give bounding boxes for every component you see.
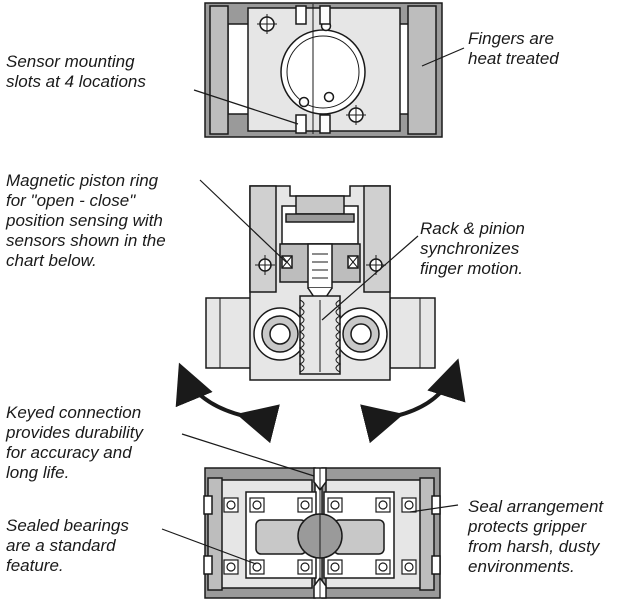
leader-lines — [161, 47, 465, 565]
top-view-left-finger — [209, 5, 229, 135]
sensor-slot-top-right — [319, 5, 331, 25]
leader-bearings — [161, 528, 257, 565]
callout-piston-ring: Magnetic piston ring for "open - close" … — [6, 171, 166, 270]
bottom-view — [203, 467, 441, 599]
top-view — [204, 2, 443, 138]
top-view-port-3 — [298, 96, 310, 108]
callout-seal: Seal arrangement protects gripper from h… — [468, 497, 604, 576]
piston-rod — [307, 243, 333, 289]
section-left-column — [249, 185, 277, 293]
bottom-right-finger — [419, 477, 435, 591]
sensor-slot-top-left — [295, 5, 307, 25]
leader-piston-ring — [199, 179, 287, 263]
callout-bearings: Sealed bearings are a standard feature. — [6, 516, 129, 575]
sensor-slot-bottom-left — [295, 114, 307, 134]
bearing-balls — [223, 497, 417, 575]
callout-rack-pinion: Rack & pinion synchronizes finger motion… — [420, 219, 525, 278]
top-view-right-finger — [407, 5, 437, 135]
leader-seal — [409, 504, 459, 513]
section-right-arm — [389, 297, 436, 369]
leader-rack-pinion — [321, 235, 419, 321]
leader-keyed — [181, 433, 315, 477]
sensor-slot-bottom-right — [319, 114, 331, 134]
rotate-arrow-right — [360, 358, 466, 444]
leader-sensor-slots — [193, 89, 299, 125]
section-view — [205, 185, 436, 381]
top-view-port-2 — [323, 91, 335, 103]
section-right-column — [363, 185, 391, 293]
callout-fingers: Fingers are heat treated — [468, 29, 559, 68]
rotate-arrow-left — [175, 362, 280, 444]
top-view-piston-bore — [280, 29, 366, 115]
leader-fingers — [421, 47, 465, 67]
section-left-arm — [205, 297, 252, 369]
callout-keyed: Keyed connection provides durability for… — [6, 403, 144, 482]
top-view-piston-inner — [286, 35, 360, 109]
piston-head — [295, 195, 345, 215]
callout-sensor-slots: Sensor mounting slots at 4 locations — [6, 52, 146, 91]
